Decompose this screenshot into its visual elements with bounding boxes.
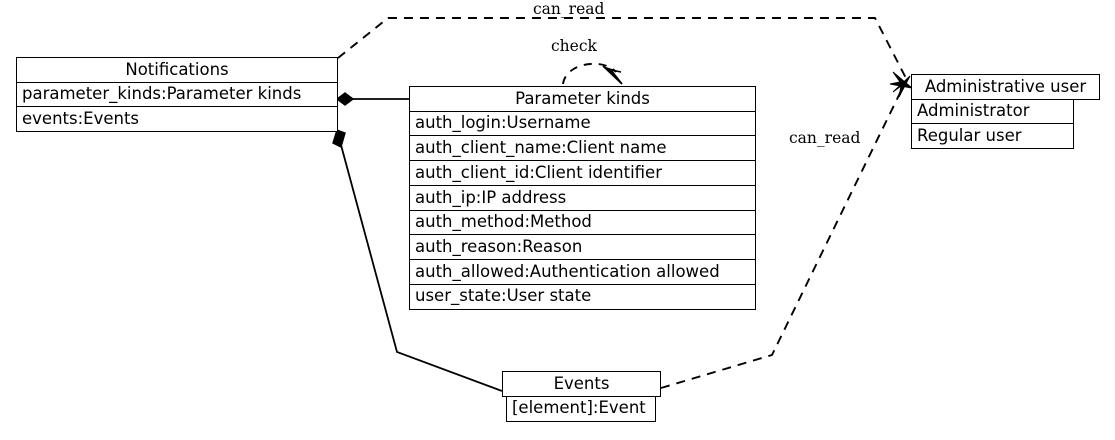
class-title-notifications: Notifications xyxy=(16,57,338,83)
class-attribute: auth_ip:IP address xyxy=(409,184,756,211)
edge-label-check: check xyxy=(551,37,597,55)
edge-notifications-owns-events[interactable] xyxy=(332,129,503,392)
composition-diamond xyxy=(332,129,346,149)
edge-line xyxy=(337,17,909,83)
edge-events-can-read-admin[interactable] xyxy=(660,75,911,389)
edge-label-can-read-bottom: can_read xyxy=(789,129,861,147)
arrowhead-open xyxy=(602,65,623,85)
arrowhead-filled xyxy=(889,71,914,89)
class-title-events: Events xyxy=(502,371,661,397)
edge-line xyxy=(660,90,902,389)
class-attribute: user_state:User state xyxy=(409,283,756,310)
class-attribute: auth_reason:Reason xyxy=(409,234,756,261)
class-attribute: Administrator xyxy=(911,98,1074,125)
class-attribute: auth_allowed:Authentication allowed xyxy=(409,258,756,285)
class-title-parameter-kinds: Parameter kinds xyxy=(409,86,756,112)
class-attribute: auth_client_name:Client name xyxy=(409,135,756,162)
class-attribute: events:Events xyxy=(16,106,338,133)
class-attribute: parameter_kinds:Parameter kinds xyxy=(16,81,338,108)
arrowhead-filled xyxy=(892,75,911,98)
class-attribute: auth_login:Username xyxy=(409,110,756,137)
class-box-notifications[interactable]: Notifications parameter_kinds:Parameter … xyxy=(16,57,338,133)
class-attribute: Regular user xyxy=(911,123,1074,150)
class-attribute: auth_client_id:Client identifier xyxy=(409,160,756,187)
class-attribute: [element]:Event xyxy=(506,395,656,422)
edge-line xyxy=(340,144,503,392)
edge-notifications-can-read-admin[interactable] xyxy=(337,17,914,89)
edge-label-can-read-top: can_read xyxy=(533,0,605,18)
edge-notifications-owns-parameter-kinds[interactable] xyxy=(335,92,409,106)
class-box-administrative-user[interactable]: Administrative user Administrator Regula… xyxy=(911,74,1100,150)
class-title-administrative-user: Administrative user xyxy=(911,74,1100,100)
edge-check-parameter-kinds[interactable] xyxy=(562,63,623,85)
class-box-events[interactable]: Events [element]:Event xyxy=(502,371,661,422)
class-box-parameter-kinds[interactable]: Parameter kinds auth_login:Username auth… xyxy=(409,86,756,310)
composition-diamond xyxy=(335,92,355,106)
class-attribute: auth_method:Method xyxy=(409,209,756,236)
edge-line xyxy=(562,63,617,85)
